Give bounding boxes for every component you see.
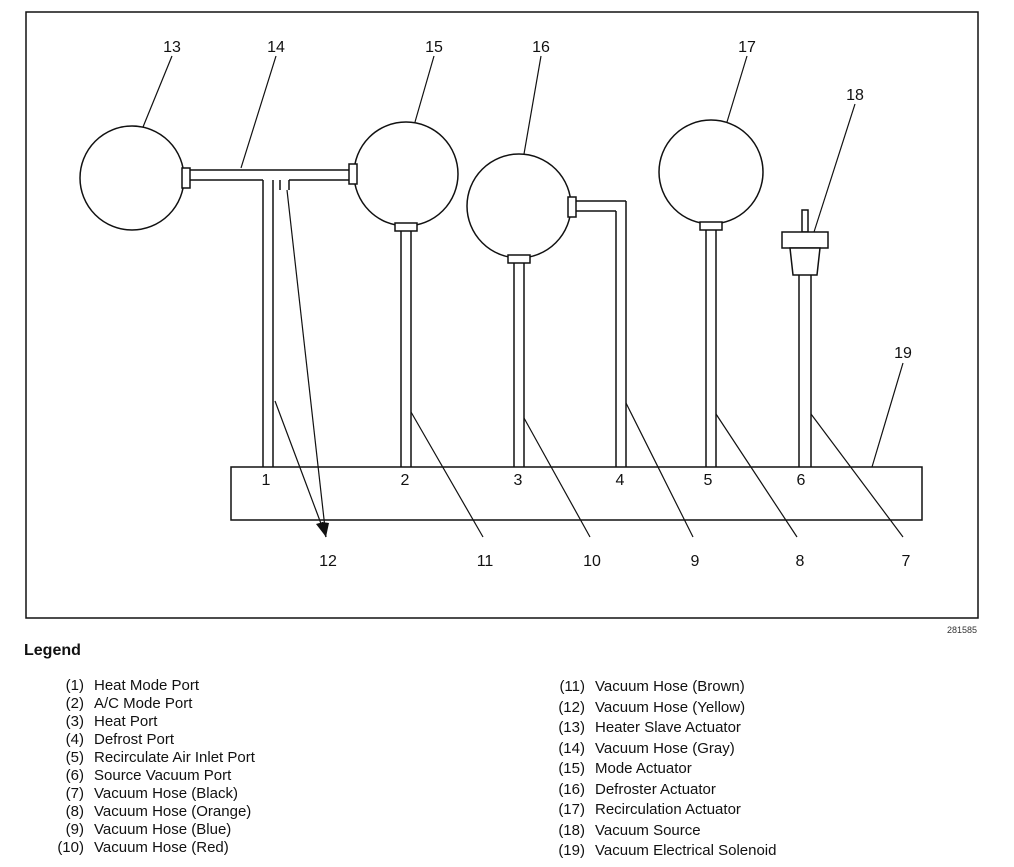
legend-item: (9)Vacuum Hose (Blue) [65, 821, 232, 838]
legend-item: (11)Vacuum Hose (Brown) [559, 678, 745, 695]
legend-item: (14)Vacuum Hose (Gray) [558, 739, 735, 757]
port-5: 5 [704, 472, 713, 489]
callout-10: 10 [583, 553, 601, 570]
callout-11: 11 [477, 553, 494, 570]
callout-16: 16 [532, 39, 550, 56]
actuator-13-nipple [181, 167, 191, 189]
legend-item: (5)Recirculate Air Inlet Port [65, 749, 255, 766]
port-1: 1 [262, 472, 271, 489]
legend-item: (17)Recirculation Actuator [558, 801, 741, 818]
actuator-16-nipple-side [567, 196, 577, 218]
callout-9: 9 [691, 553, 700, 570]
legend-item: (15)Mode Actuator [558, 760, 692, 777]
legend-item: (19)Vacuum Electrical Solenoid [558, 842, 777, 859]
vacuum-system-diagram: 13 14 15 16 17 18 19 12 11 10 9 8 7 1 2 … [25, 11, 979, 635]
actuator-15-nipple-side [348, 163, 358, 185]
actuator-15-nipple-bottom [394, 222, 418, 232]
callout-18: 18 [846, 87, 864, 104]
heater-slave-actuator [79, 125, 185, 231]
arrowhead [322, 522, 329, 537]
legend-right-column: (11)Vacuum Hose (Brown) (12)Vacuum Hose … [553, 677, 776, 862]
legend-item: (1)Heat Mode Port [65, 677, 200, 694]
port-2: 2 [401, 472, 410, 489]
defroster-actuator [466, 153, 572, 259]
legend-item: (16)Defroster Actuator [558, 780, 716, 798]
callout-7: 7 [902, 553, 911, 570]
actuator-17-nipple-bottom [699, 221, 723, 231]
legend-item: (10)Vacuum Hose (Red) [57, 839, 229, 856]
legend-item: (3)Heat Port [65, 713, 158, 730]
legend-item: (7)Vacuum Hose (Black) [65, 785, 238, 802]
diagram-frame [25, 11, 979, 619]
port-3: 3 [514, 472, 523, 489]
legend-item: (8)Vacuum Hose (Orange) [65, 803, 252, 820]
vacuum-hose-blue [576, 200, 627, 467]
actuator-16-nipple-bottom [507, 254, 531, 264]
callout-14: 14 [267, 39, 285, 56]
legend-title: Legend [24, 642, 81, 659]
mode-actuator [353, 121, 459, 227]
callout-17: 17 [738, 39, 756, 56]
port-6: 6 [797, 472, 806, 489]
figure-id: 281585 [947, 625, 977, 635]
legend-item: (12)Vacuum Hose (Yellow) [558, 698, 746, 716]
legend-left-column: (1)Heat Mode Port (2)A/C Mode Port (3)He… [52, 677, 255, 857]
legend-item: (18)Vacuum Source [558, 821, 701, 839]
callout-15: 15 [425, 39, 443, 56]
leader-lines [142, 55, 904, 538]
vacuum-electrical-solenoid [230, 466, 923, 521]
vacuum-hose-gray [190, 169, 349, 467]
legend-item: (13)Heater Slave Actuator [558, 719, 741, 736]
vacuum-source [781, 209, 829, 467]
port-4: 4 [616, 472, 625, 489]
callout-13: 13 [163, 39, 181, 56]
legend-item: (6)Source Vacuum Port [65, 767, 232, 784]
recirculation-actuator [658, 119, 764, 225]
callout-8: 8 [796, 553, 805, 570]
legend-item: (2)A/C Mode Port [65, 695, 193, 712]
callout-12: 12 [319, 553, 337, 570]
callout-19: 19 [894, 345, 912, 362]
legend-item: (4)Defrost Port [65, 731, 175, 748]
